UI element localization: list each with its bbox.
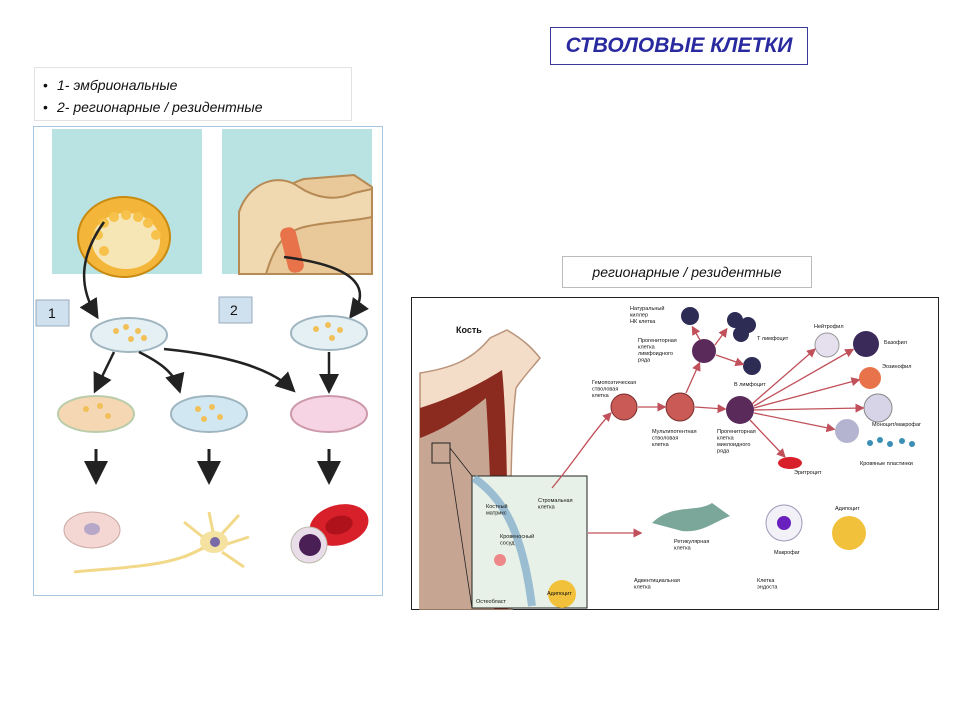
resident-cells-label: регионарные / резидентные bbox=[562, 256, 812, 288]
hsc-cell bbox=[610, 393, 638, 421]
basophil-cell bbox=[853, 331, 879, 357]
badge-1-label: 1 bbox=[48, 305, 56, 321]
bullet-item-regional: • 2- регионарные / резидентные bbox=[43, 96, 351, 118]
bullet-icon: • bbox=[43, 77, 48, 93]
monocyte-label: Моноцит/макрофаг bbox=[872, 422, 921, 428]
petri-dish-embryonic bbox=[90, 317, 168, 353]
lymph-progenitor-cell bbox=[692, 339, 716, 363]
petri-dish-b bbox=[170, 395, 248, 433]
bullet-text: 1- эмбриональные bbox=[57, 77, 178, 93]
arrow-bone-to-dish bbox=[283, 255, 369, 320]
t-lymphocyte-cell bbox=[727, 312, 743, 328]
bone-marrow-icon bbox=[238, 173, 373, 275]
bone-label: Кость bbox=[456, 325, 482, 335]
blastocyst-icon bbox=[77, 196, 171, 278]
blood-cells-icon bbox=[290, 504, 369, 564]
page-title: СТВОЛОВЫЕ КЛЕТКИ bbox=[550, 27, 808, 65]
macrophage-label: Макрофаг bbox=[774, 550, 800, 556]
basophil-label: Базофил bbox=[884, 340, 907, 346]
eosinophil-cell bbox=[859, 367, 881, 389]
badge-2-label: 2 bbox=[230, 302, 238, 318]
osteoblast-label: Остеобласт bbox=[476, 599, 507, 605]
bullet-item-embryonic: • 1- эмбриональные bbox=[43, 74, 351, 96]
platelets-label: Кровяные пластинки bbox=[860, 461, 913, 467]
badge-2 bbox=[218, 296, 253, 324]
t-lymph-label: Т лимфоцит bbox=[757, 336, 789, 342]
zoom-lines bbox=[449, 447, 473, 609]
eosinophil-label: Эозинофил bbox=[882, 364, 911, 370]
nk-cell bbox=[681, 307, 699, 325]
petri-dish-regional bbox=[290, 315, 368, 351]
bullet-icon: • bbox=[43, 99, 48, 115]
multipotent-cell bbox=[665, 392, 695, 422]
monocyte-cell bbox=[863, 393, 893, 423]
b-lymphocyte-cell bbox=[743, 357, 761, 375]
macrophage-nucleus bbox=[777, 516, 791, 530]
petri-dish-c bbox=[290, 395, 368, 433]
arrow-dish-1 bbox=[93, 351, 116, 394]
inset-osteoblast bbox=[494, 554, 506, 566]
stem-cell-types-illustration: 1 2 bbox=[33, 126, 383, 596]
neutrophil-label: Нейтрофил bbox=[814, 323, 844, 330]
adipocyte-cell bbox=[832, 516, 866, 550]
arrow-embryo-to-dish bbox=[79, 221, 106, 320]
bullet-text: 2- регионарные / резидентные bbox=[57, 99, 263, 115]
arrow-dish-3 bbox=[163, 347, 296, 393]
t-lymphocyte-cell bbox=[733, 326, 749, 342]
reticular-cell bbox=[652, 503, 730, 532]
neuron-cell-icon bbox=[73, 511, 250, 574]
myeloid-progenitor-cell bbox=[726, 396, 754, 424]
badge-1 bbox=[35, 299, 70, 327]
neutrophil-cell bbox=[814, 332, 840, 358]
erythrocyte-cell bbox=[778, 457, 802, 469]
arrow-dish-2 bbox=[138, 350, 185, 394]
zoom-box bbox=[431, 442, 451, 464]
petri-dish-a bbox=[57, 395, 135, 433]
inset-adipocyte bbox=[548, 580, 576, 608]
adipocyte-label: Адипоцит bbox=[835, 506, 860, 512]
lineage-arrows bbox=[551, 325, 865, 538]
b-lymph-label: В лимфоцит bbox=[734, 382, 766, 388]
inset-vessel bbox=[471, 474, 536, 607]
erythrocyte-label: Эритроцит bbox=[794, 470, 822, 476]
bullet-list: • 1- эмбриональные • 2- регионарные / ре… bbox=[34, 67, 352, 121]
illustration-svg: 1 2 bbox=[35, 129, 373, 574]
epithelial-cell-icon bbox=[63, 511, 121, 549]
inset-adipocyte-label: Адипоцит bbox=[547, 591, 572, 597]
platelets-icon bbox=[835, 419, 915, 447]
